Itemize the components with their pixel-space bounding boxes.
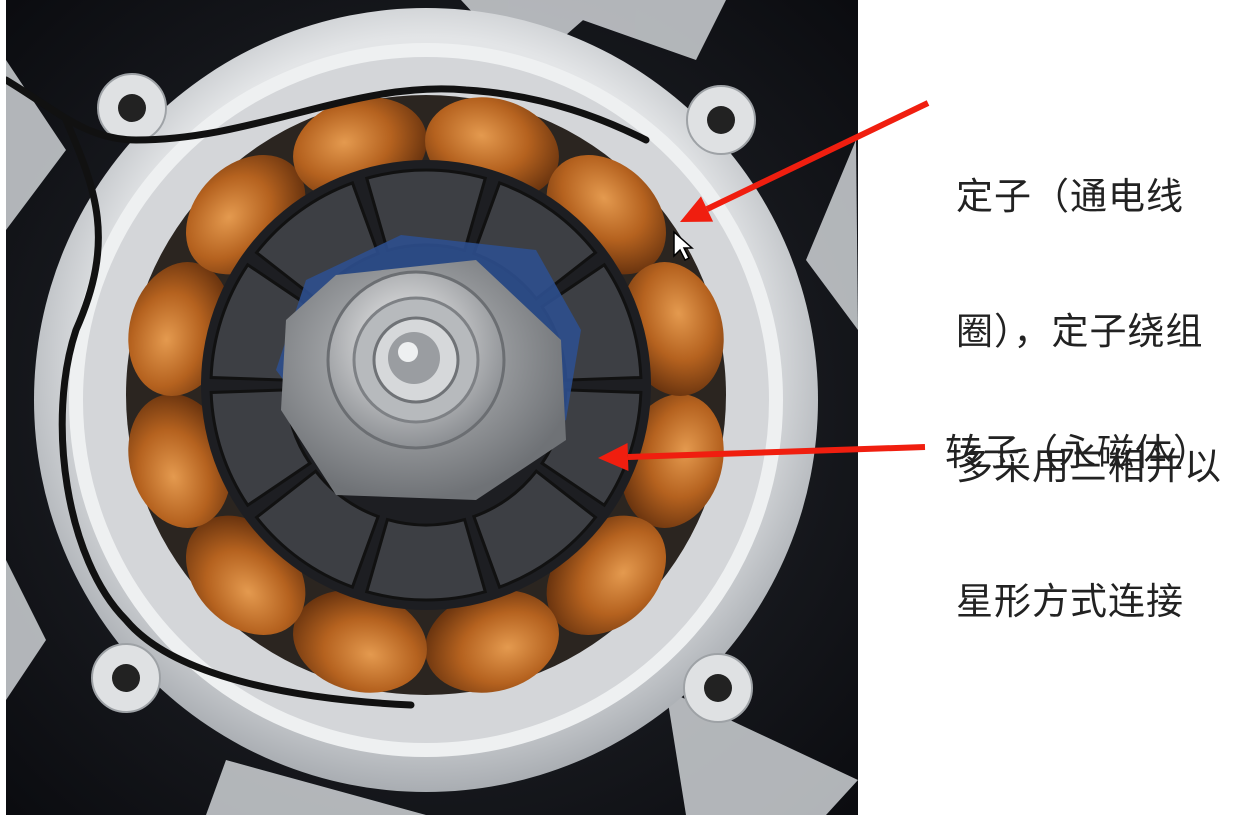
stator-coils: [128, 97, 724, 693]
cursor-icon: [673, 230, 694, 262]
stator-annotation-line-1: 定子（通电线: [956, 175, 1184, 218]
rotor-magnet: [209, 388, 313, 508]
rotor-magnet: [471, 469, 598, 589]
motor-photo: [6, 0, 858, 815]
stator-annotation-line-3: 多采用三相并以: [956, 445, 1222, 488]
stator-coil: [293, 589, 427, 693]
rotor-magnet: [254, 469, 381, 589]
rotor-magnet: [364, 517, 488, 602]
stator-annotation-line-4: 星形方式连接: [956, 580, 1184, 623]
stator-annotation-line-2: 圈），定子绕组: [956, 310, 1204, 353]
rotor-annotation: 转子（永磁体）: [945, 431, 1211, 474]
lead-wire: [6, 76, 650, 709]
stator-coil: [425, 589, 559, 693]
shaft-highlight: [398, 342, 418, 362]
stator-annotation: 定子（通电线 圈），定子绕组 多采用三相并以 星形方式连接: [956, 84, 1222, 669]
